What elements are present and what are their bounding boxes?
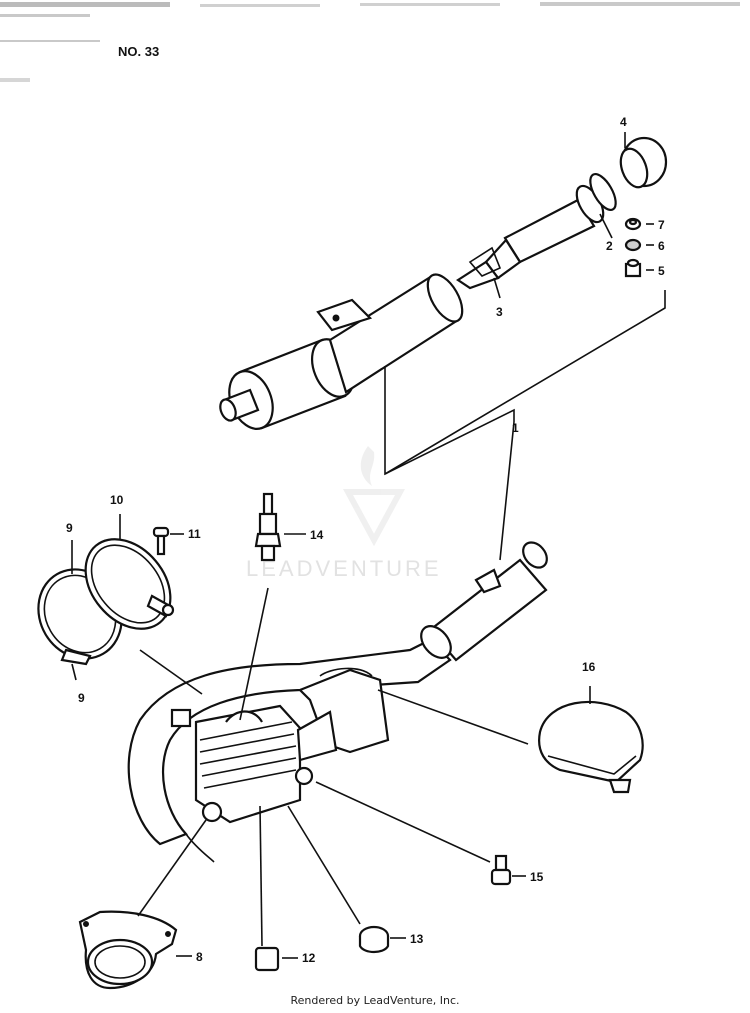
callout-10: 10 bbox=[110, 493, 124, 507]
callout-1: 1 bbox=[512, 421, 519, 435]
callout-13: 13 bbox=[410, 932, 424, 946]
callout-4: 4 bbox=[620, 115, 627, 129]
callout-5: 5 bbox=[658, 264, 665, 278]
leader-1 bbox=[499, 421, 515, 561]
callout-7: 7 bbox=[658, 218, 665, 232]
exhaust-pipe bbox=[127, 541, 548, 863]
part-13 bbox=[358, 925, 390, 954]
footer-credit: Rendered by LeadVenture, Inc. bbox=[290, 994, 460, 1007]
muffler-assembly bbox=[219, 136, 668, 430]
bolt-11 bbox=[152, 526, 170, 556]
callout-9-upper: 9 bbox=[66, 521, 73, 535]
bolt-15 bbox=[490, 854, 512, 886]
callout-8: 8 bbox=[196, 950, 203, 964]
callout-12: 12 bbox=[302, 951, 316, 965]
leader-lines bbox=[71, 132, 654, 959]
part-12 bbox=[254, 946, 280, 972]
callout-3: 3 bbox=[496, 305, 503, 319]
engine-cylinder bbox=[170, 704, 338, 824]
flange-gasket-8 bbox=[78, 910, 178, 990]
callout-numbers: 1 2 3 4 5 6 7 8 9 9 10 11 12 13 14 15 16 bbox=[66, 115, 665, 965]
scan-noise bbox=[0, 2, 740, 82]
group-bracket-1 bbox=[384, 366, 515, 476]
group-bracket-5 bbox=[384, 290, 666, 475]
spark-plug-14 bbox=[254, 492, 282, 562]
callout-16: 16 bbox=[582, 660, 596, 674]
watermark-text: LEADVENTURE bbox=[246, 556, 442, 581]
callout-11: 11 bbox=[188, 527, 201, 541]
callout-14: 14 bbox=[310, 528, 324, 542]
cover-16 bbox=[538, 700, 644, 794]
callout-9-lower: 9 bbox=[78, 691, 85, 705]
diagram-title: NO. 33 bbox=[118, 44, 159, 59]
watermark-logo bbox=[342, 446, 406, 547]
callout-15: 15 bbox=[530, 870, 544, 884]
callout-2: 2 bbox=[606, 239, 613, 253]
exhaust-clamps bbox=[37, 538, 175, 666]
callout-6: 6 bbox=[658, 239, 665, 253]
